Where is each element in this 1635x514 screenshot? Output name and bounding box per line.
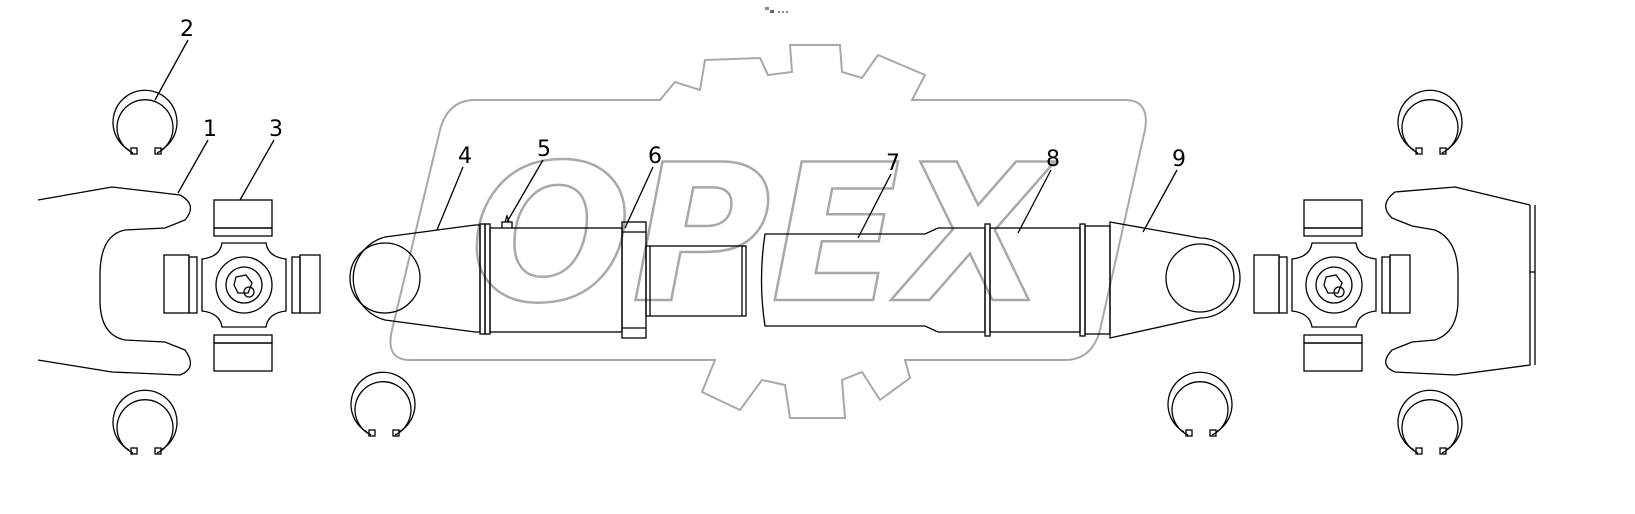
- snap-rings: [112, 89, 1463, 455]
- opex-watermark-logo: OPEX: [389, 44, 1147, 419]
- callout-1: 1: [203, 117, 217, 142]
- universal-joint-left: [163, 199, 321, 372]
- snap-ring-icon: [112, 389, 178, 455]
- header-marks: [765, 7, 788, 13]
- universal-joint-right: [1253, 199, 1411, 372]
- left-yoke: [37, 186, 192, 376]
- callout-9: 9: [1172, 147, 1186, 172]
- snap-ring-icon: [112, 89, 178, 155]
- snap-ring-icon: [1397, 89, 1463, 155]
- end-eye-left: [352, 224, 481, 333]
- callout-8: 8: [1046, 147, 1060, 172]
- callout-4: 4: [458, 144, 472, 169]
- callout-5: 5: [537, 137, 551, 162]
- hydraulic-cylinder: [349, 213, 1241, 339]
- callout-7: 7: [886, 151, 900, 176]
- snap-ring-icon: [350, 371, 416, 437]
- snap-ring-icon: [1167, 371, 1233, 437]
- rod: [645, 245, 747, 317]
- callout-3: 3: [269, 117, 283, 142]
- right-yoke: [1385, 186, 1536, 376]
- callouts: 2 1 3 4 5 6 7 8 9: [154, 17, 1186, 239]
- callout-2: 2: [180, 17, 194, 42]
- end-eye-right: [1109, 221, 1241, 339]
- callout-6: 6: [648, 144, 662, 169]
- snap-ring-icon: [1397, 389, 1463, 455]
